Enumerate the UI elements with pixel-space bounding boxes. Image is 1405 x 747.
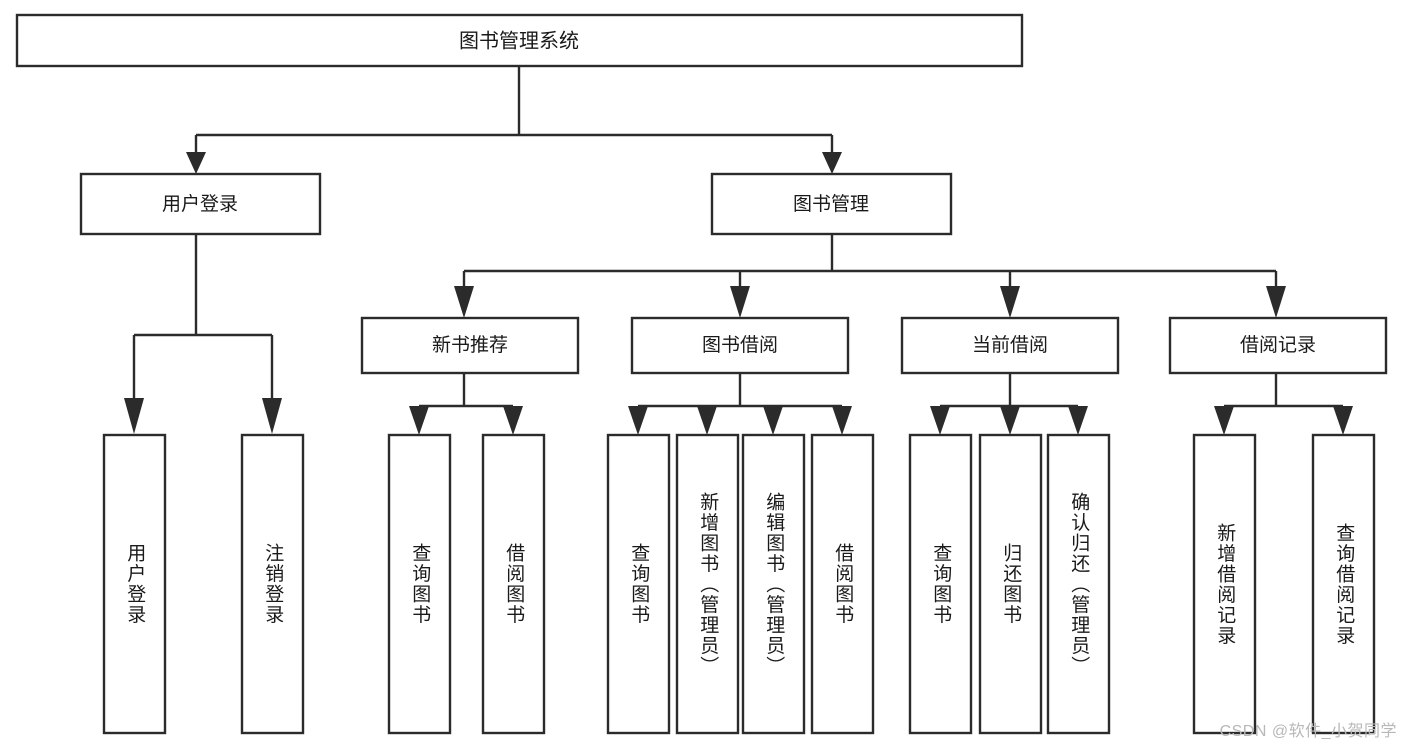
leaf-book-borrow-3[interactable]: 编辑图书（管理员） xyxy=(741,433,806,735)
node-root-label: 图书管理系统 xyxy=(459,29,579,52)
leaf-book-borrow-2-box[interactable] xyxy=(675,433,740,735)
arrow-newbook-leaf-1 xyxy=(409,406,429,435)
arrow-currentborrow-leaf-2 xyxy=(1000,406,1020,435)
node-new-book-recommend-label: 新书推荐 xyxy=(432,334,508,356)
node-book-borrow-label: 图书借阅 xyxy=(702,334,778,356)
leaf-current-borrow-2-label-wrap: 归还图书 xyxy=(1000,543,1022,625)
node-borrow-record[interactable]: 借阅记录 xyxy=(1168,316,1388,375)
node-new-book-recommend[interactable]: 新书推荐 xyxy=(360,316,580,375)
connectors-group xyxy=(124,66,1353,435)
arrow-bookborrow-leaf-3 xyxy=(763,406,783,435)
leaf-borrow-record-1-label-wrap: 新增借阅记录 xyxy=(1214,522,1236,646)
leaf-user-login-1[interactable]: 用户登录 xyxy=(102,433,167,735)
node-book-manage[interactable]: 图书管理 xyxy=(710,172,953,236)
leaf-new-book-2-label: 借阅图书 xyxy=(503,543,525,625)
arrow-userlogin-leaf-1 xyxy=(124,398,144,434)
node-borrow-record-box[interactable] xyxy=(1168,316,1388,375)
node-book-borrow-box[interactable] xyxy=(630,316,850,375)
leaf-book-borrow-3-label: 编辑图书（管理员） xyxy=(763,491,785,677)
leaf-borrow-record-2-label-wrap: 查询借阅记录 xyxy=(1333,522,1355,646)
leaf-new-book-1-box[interactable] xyxy=(387,433,452,735)
arrow-bookborrow-leaf-2 xyxy=(697,406,717,435)
leaf-book-borrow-2-label: 新增图书（管理员） xyxy=(697,491,719,677)
node-user-login-label: 用户登录 xyxy=(162,193,238,215)
leaf-current-borrow-1[interactable]: 查询图书 xyxy=(908,433,973,735)
arrow-to-book-borrow xyxy=(730,286,750,318)
leaf-book-borrow-1-box[interactable] xyxy=(606,433,671,735)
arrow-userlogin-leaf-2 xyxy=(262,398,282,434)
node-root-box[interactable] xyxy=(15,13,1024,68)
leaf-current-borrow-2-label: 归还图书 xyxy=(1000,543,1022,625)
leaf-borrow-record-1-label: 新增借阅记录 xyxy=(1214,522,1236,646)
leaf-user-login-1-label-wrap: 用户登录 xyxy=(124,543,146,625)
leaf-book-borrow-4-box[interactable] xyxy=(810,433,875,735)
node-current-borrow-box[interactable] xyxy=(900,316,1120,375)
node-book-manage-label: 图书管理 xyxy=(793,193,869,215)
node-user-login-box[interactable] xyxy=(79,172,322,236)
leaf-book-borrow-2-label-wrap: 新增图书（管理员） xyxy=(697,491,719,677)
arrow-currentborrow-leaf-1 xyxy=(930,406,950,435)
leaf-user-login-2-label: 注销登录 xyxy=(262,543,284,625)
leaf-new-book-2-label-wrap: 借阅图书 xyxy=(503,543,525,625)
node-borrow-record-label: 借阅记录 xyxy=(1240,334,1316,356)
node-root[interactable]: 图书管理系统 xyxy=(15,13,1024,68)
leaf-book-borrow-4-label: 借阅图书 xyxy=(832,543,854,625)
node-user-login[interactable]: 用户登录 xyxy=(79,172,322,236)
arrow-to-new-book-recommend xyxy=(454,286,474,318)
leaf-book-borrow-4-label-wrap: 借阅图书 xyxy=(832,543,854,625)
leaf-book-borrow-2[interactable]: 新增图书（管理员） xyxy=(675,433,740,735)
leaf-user-login-1-box[interactable] xyxy=(102,433,167,735)
arrow-newbook-leaf-2 xyxy=(503,406,523,435)
leaf-borrow-record-2-label: 查询借阅记录 xyxy=(1333,522,1355,646)
leaf-new-book-1-label-wrap: 查询图书 xyxy=(409,543,431,625)
leaf-borrow-record-2[interactable]: 查询借阅记录 xyxy=(1311,433,1376,735)
node-book-manage-box[interactable] xyxy=(710,172,953,236)
leaf-new-book-1[interactable]: 查询图书 xyxy=(387,433,452,735)
arrow-to-borrow-record xyxy=(1266,286,1286,318)
node-current-borrow-label: 当前借阅 xyxy=(972,334,1048,356)
leaf-current-borrow-3-label-wrap: 确认归还（管理员） xyxy=(1068,491,1090,677)
arrow-bookborrow-leaf-4 xyxy=(832,406,852,435)
leaf-book-borrow-3-box[interactable] xyxy=(741,433,806,735)
arrow-currentborrow-leaf-3 xyxy=(1068,406,1088,435)
leaf-current-borrow-1-label-wrap: 查询图书 xyxy=(930,543,952,625)
leaf-new-book-2[interactable]: 借阅图书 xyxy=(481,433,546,735)
arrow-borrowrecord-leaf-1 xyxy=(1214,406,1234,435)
leaf-borrow-record-1-box[interactable] xyxy=(1192,433,1257,735)
leaf-book-borrow-1-label-wrap: 查询图书 xyxy=(628,543,650,625)
leaf-current-borrow-3[interactable]: 确认归还（管理员） xyxy=(1046,433,1111,735)
leaf-current-borrow-3-box[interactable] xyxy=(1046,433,1111,735)
leaf-user-login-2[interactable]: 注销登录 xyxy=(240,433,305,735)
arrow-to-user-login xyxy=(186,152,206,174)
leaf-book-borrow-1-label: 查询图书 xyxy=(628,543,650,625)
leaf-new-book-1-label: 查询图书 xyxy=(409,543,431,625)
leaf-book-borrow-3-label-wrap: 编辑图书（管理员） xyxy=(763,491,785,677)
leaf-user-login-1-label: 用户登录 xyxy=(124,543,146,625)
leaf-new-book-2-box[interactable] xyxy=(481,433,546,735)
leaf-borrow-record-1[interactable]: 新增借阅记录 xyxy=(1192,433,1257,735)
leaf-book-borrow-1[interactable]: 查询图书 xyxy=(606,433,671,735)
leaf-user-login-2-label-wrap: 注销登录 xyxy=(262,543,284,625)
leaf-current-borrow-1-box[interactable] xyxy=(908,433,973,735)
leaf-user-login-2-box[interactable] xyxy=(240,433,305,735)
arrow-bookborrow-leaf-1 xyxy=(628,406,648,435)
arrow-borrowrecord-leaf-2 xyxy=(1333,406,1353,435)
arrow-to-current-borrow xyxy=(1000,286,1020,318)
leaf-current-borrow-1-label: 查询图书 xyxy=(930,543,952,625)
node-current-borrow[interactable]: 当前借阅 xyxy=(900,316,1120,375)
node-book-borrow[interactable]: 图书借阅 xyxy=(630,316,850,375)
leaf-borrow-record-2-box[interactable] xyxy=(1311,433,1376,735)
leaf-current-borrow-2[interactable]: 归还图书 xyxy=(978,433,1043,735)
leaf-book-borrow-4[interactable]: 借阅图书 xyxy=(810,433,875,735)
leaf-current-borrow-2-box[interactable] xyxy=(978,433,1043,735)
leaf-current-borrow-3-label: 确认归还（管理员） xyxy=(1068,491,1090,677)
arrow-to-book-manage xyxy=(822,152,842,174)
node-new-book-recommend-box[interactable] xyxy=(360,316,580,375)
